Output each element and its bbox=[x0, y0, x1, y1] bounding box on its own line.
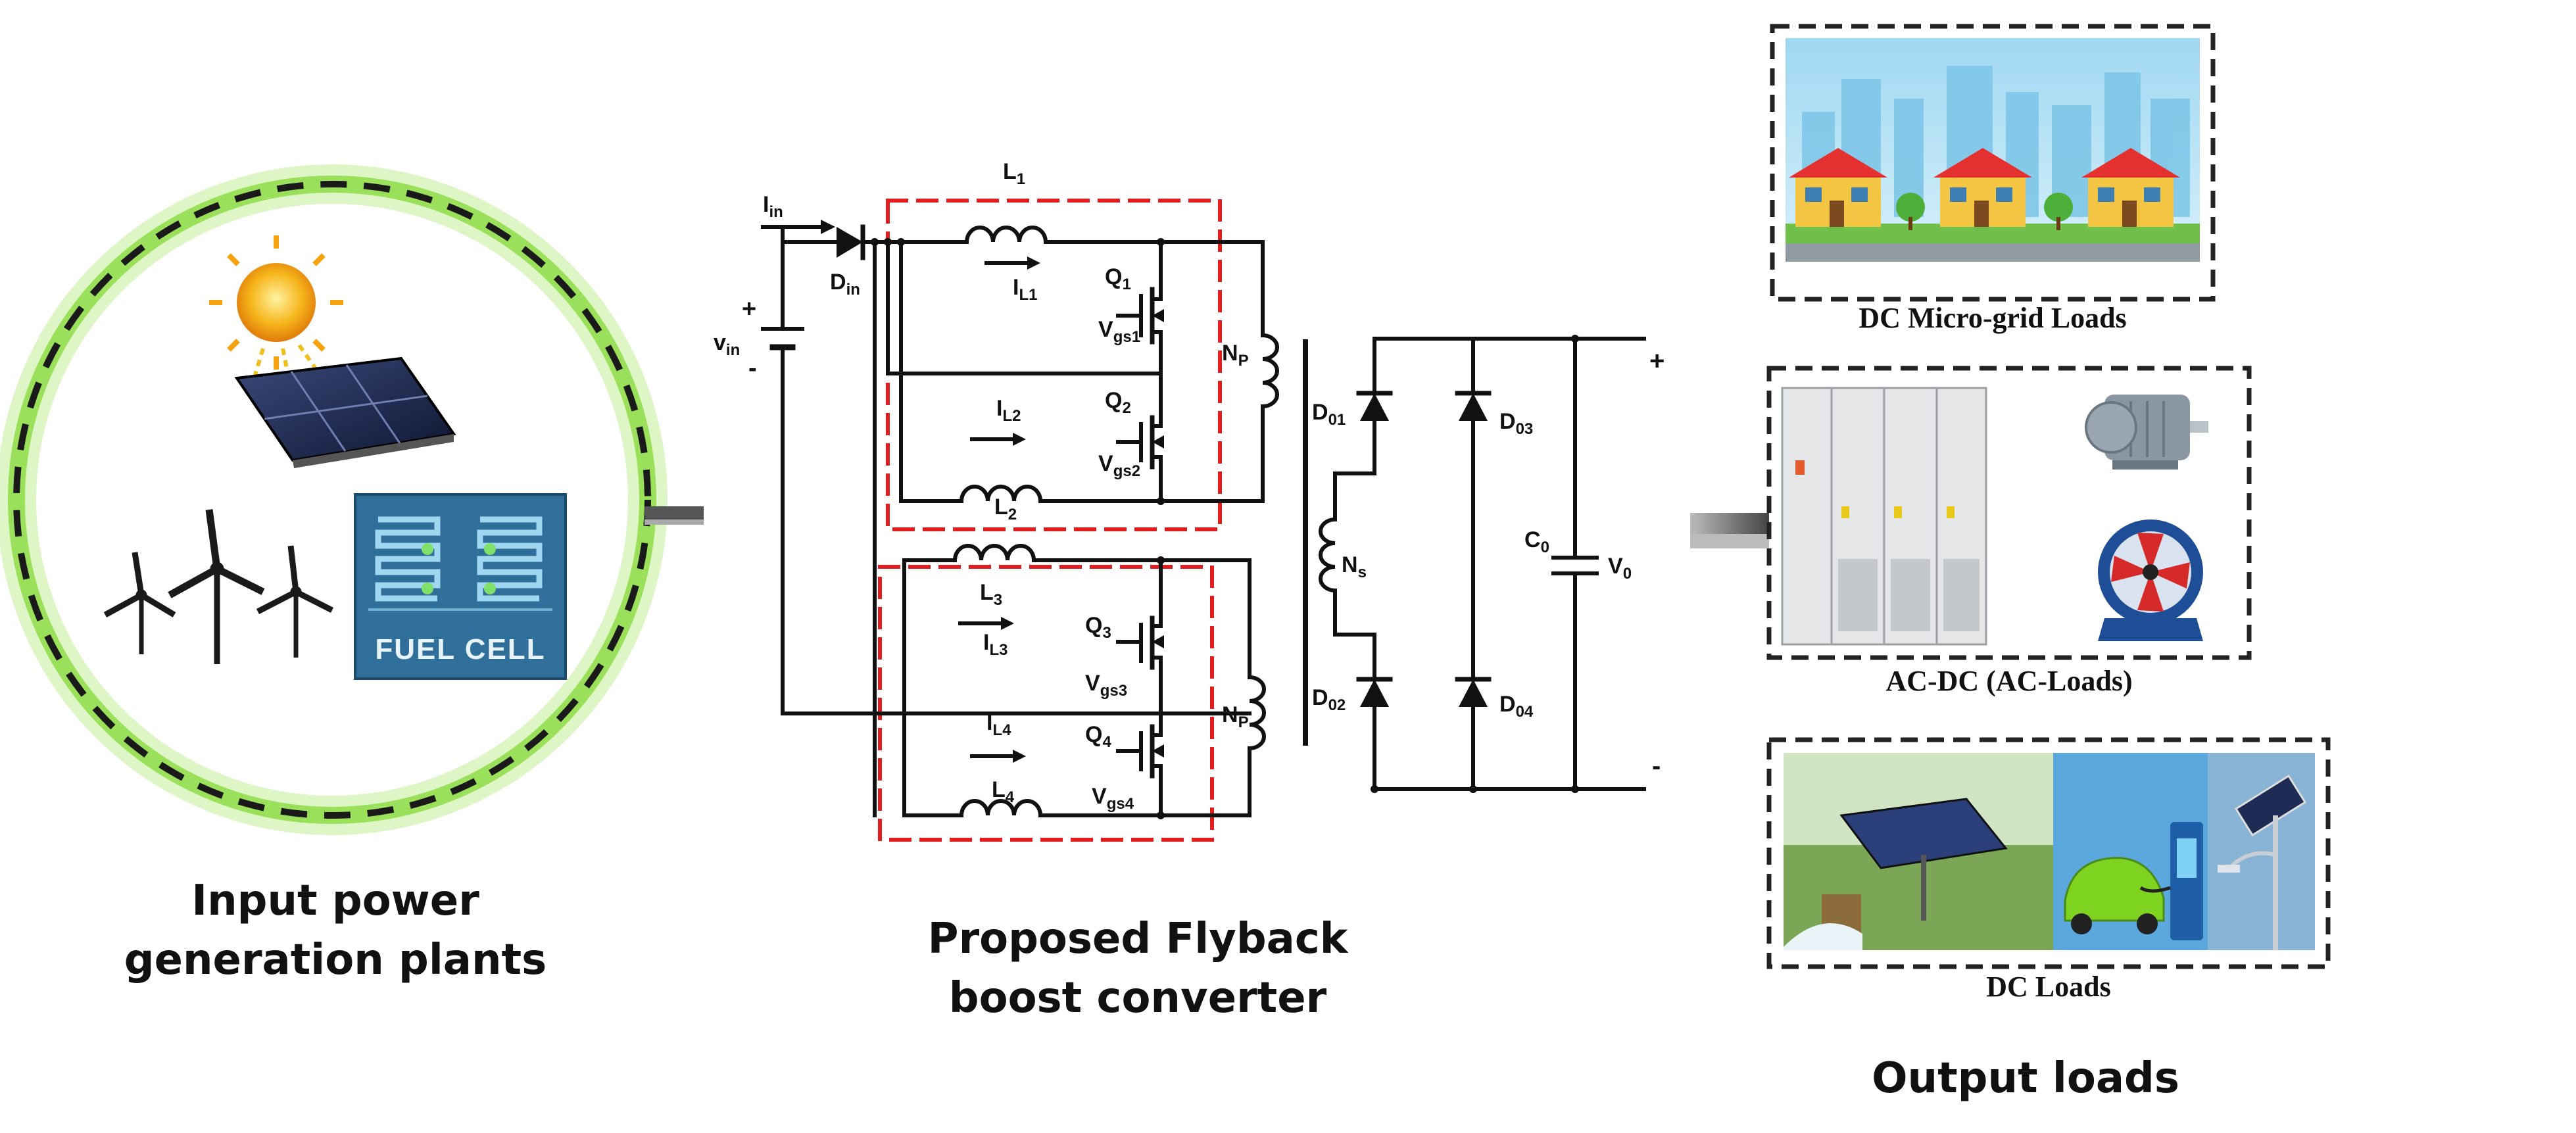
label-l3: L3 bbox=[980, 580, 1002, 609]
label-q2: Q2 bbox=[1105, 388, 1131, 417]
wind-turbines-icon bbox=[103, 509, 334, 664]
label-il1: IL1 bbox=[1013, 275, 1037, 304]
microgrid-loads-box bbox=[1770, 24, 2216, 302]
dc-loads-caption: DC Loads bbox=[1986, 971, 2111, 1003]
label-d04: D04 bbox=[1499, 692, 1534, 721]
lower-dashed-box bbox=[878, 565, 1214, 842]
fan-icon bbox=[2098, 519, 2203, 641]
acdc-loads-caption: AC-DC (AC-Loads) bbox=[1885, 665, 2133, 697]
label-l4: L4 bbox=[992, 777, 1015, 806]
label-plus-out: + bbox=[1649, 347, 1665, 375]
label-q4: Q4 bbox=[1085, 722, 1111, 751]
fuel-cell-icon: FUEL CELL bbox=[354, 493, 567, 680]
converter-caption-line2: boost converter bbox=[948, 974, 1327, 1023]
current-arrows bbox=[958, 256, 1040, 763]
upper-dashed-box bbox=[886, 199, 1222, 531]
input-connector bbox=[644, 506, 704, 525]
label-i-in: Iin bbox=[763, 192, 783, 221]
dc-loads-box bbox=[1766, 737, 2331, 969]
label-c0: C0 bbox=[1524, 527, 1549, 556]
pump-scene bbox=[1784, 753, 2053, 950]
house-icons bbox=[1789, 148, 2180, 230]
label-vgs3: Vgs3 bbox=[1085, 671, 1127, 700]
ev-charging-scene bbox=[2053, 753, 2208, 950]
label-vgs4: Vgs4 bbox=[1092, 784, 1134, 813]
flyback-circuit bbox=[761, 199, 1646, 842]
output-caption: Output loads bbox=[1872, 1054, 2179, 1103]
label-d-in: Din bbox=[830, 270, 860, 299]
label-np-bot: NP bbox=[1222, 702, 1249, 731]
circuit-labels: Iin + vin - Din L1 IL1 Q1 Vgs1 IL2 Q2 Vg… bbox=[714, 159, 1665, 813]
street-light-scene bbox=[2208, 753, 2315, 950]
solar-panel-icon bbox=[234, 356, 456, 468]
label-minus-in: - bbox=[748, 354, 757, 382]
label-plus-in: + bbox=[742, 295, 756, 323]
label-d02: D02 bbox=[1312, 685, 1346, 714]
input-caption-line1: Input power bbox=[191, 877, 479, 925]
label-v-in: vin bbox=[714, 330, 740, 359]
label-q3: Q3 bbox=[1085, 613, 1111, 642]
label-l2: L2 bbox=[994, 494, 1017, 523]
label-vgs1: Vgs1 bbox=[1098, 317, 1140, 346]
fuel-cell-label: FUEL CELL bbox=[375, 633, 545, 665]
junction-dots bbox=[871, 238, 1579, 819]
label-l1: L1 bbox=[1003, 159, 1025, 188]
cabinet-icon bbox=[1781, 387, 1987, 646]
label-d03: D03 bbox=[1499, 409, 1533, 438]
input-sources-panel: FUEL CELL bbox=[0, 164, 668, 835]
label-np-top: NP bbox=[1222, 341, 1249, 370]
motor-icon bbox=[2085, 395, 2208, 470]
label-il3: IL3 bbox=[983, 630, 1008, 659]
sun-icon bbox=[209, 235, 343, 382]
acdc-loads-box bbox=[1766, 366, 2252, 660]
label-d01: D01 bbox=[1312, 400, 1346, 429]
dashed-ring bbox=[13, 181, 651, 819]
microgrid-loads-caption: DC Micro-grid Loads bbox=[1859, 302, 2127, 334]
input-caption-line2: generation plants bbox=[124, 936, 547, 984]
label-q1: Q1 bbox=[1105, 264, 1131, 293]
label-vgs2: Vgs2 bbox=[1098, 451, 1140, 480]
label-il2: IL2 bbox=[996, 396, 1021, 425]
label-v0: V0 bbox=[1608, 554, 1632, 583]
converter-caption-line1: Proposed Flyback bbox=[927, 915, 1348, 963]
label-ns: Ns bbox=[1342, 552, 1367, 581]
label-il4: IL4 bbox=[986, 710, 1011, 739]
label-minus-out: - bbox=[1652, 752, 1661, 781]
